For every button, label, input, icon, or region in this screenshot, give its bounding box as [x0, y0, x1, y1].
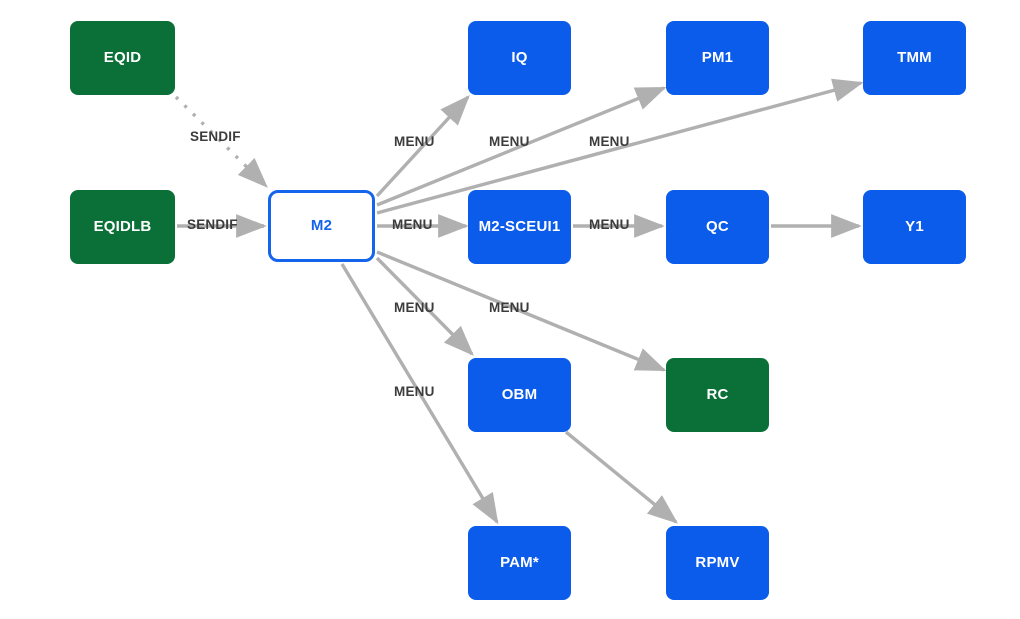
edge-label-m2-sceui1-to-qc: MENU: [589, 217, 630, 232]
node-eqidlb[interactable]: EQIDLB: [70, 190, 175, 264]
node-rc[interactable]: RC: [666, 358, 769, 432]
edge-label-m2-to-pm1: MENU: [489, 134, 530, 149]
node-tmm[interactable]: TMM: [863, 21, 966, 95]
node-qc[interactable]: QC: [666, 190, 769, 264]
node-obm[interactable]: OBM: [468, 358, 571, 432]
edge-label-m2-to-rc: MENU: [489, 300, 530, 315]
edge-label-eqidlb-to-m2: SENDIF: [187, 217, 238, 232]
edge-label-m2-to-obm: MENU: [394, 300, 435, 315]
edge-obm-to-rpmv: [564, 430, 679, 524]
node-eqid[interactable]: EQID: [70, 21, 175, 95]
edge-label-m2-to-pam: MENU: [394, 384, 435, 399]
node-y1[interactable]: Y1: [863, 190, 966, 264]
edge-label-eqid-to-m2: SENDIF: [190, 129, 241, 144]
edge-label-m2-to-m2-sceui1: MENU: [392, 217, 433, 232]
node-m2[interactable]: M2: [268, 190, 375, 262]
node-rpmv[interactable]: RPMV: [666, 526, 769, 600]
node-m2-sceui1[interactable]: M2-SCEUI1: [468, 190, 571, 264]
node-pm1[interactable]: PM1: [666, 21, 769, 95]
edge-label-m2-to-iq: MENU: [394, 134, 435, 149]
node-iq[interactable]: IQ: [468, 21, 571, 95]
node-pam[interactable]: PAM*: [468, 526, 571, 600]
edge-label-m2-to-tmm: MENU: [589, 134, 630, 149]
